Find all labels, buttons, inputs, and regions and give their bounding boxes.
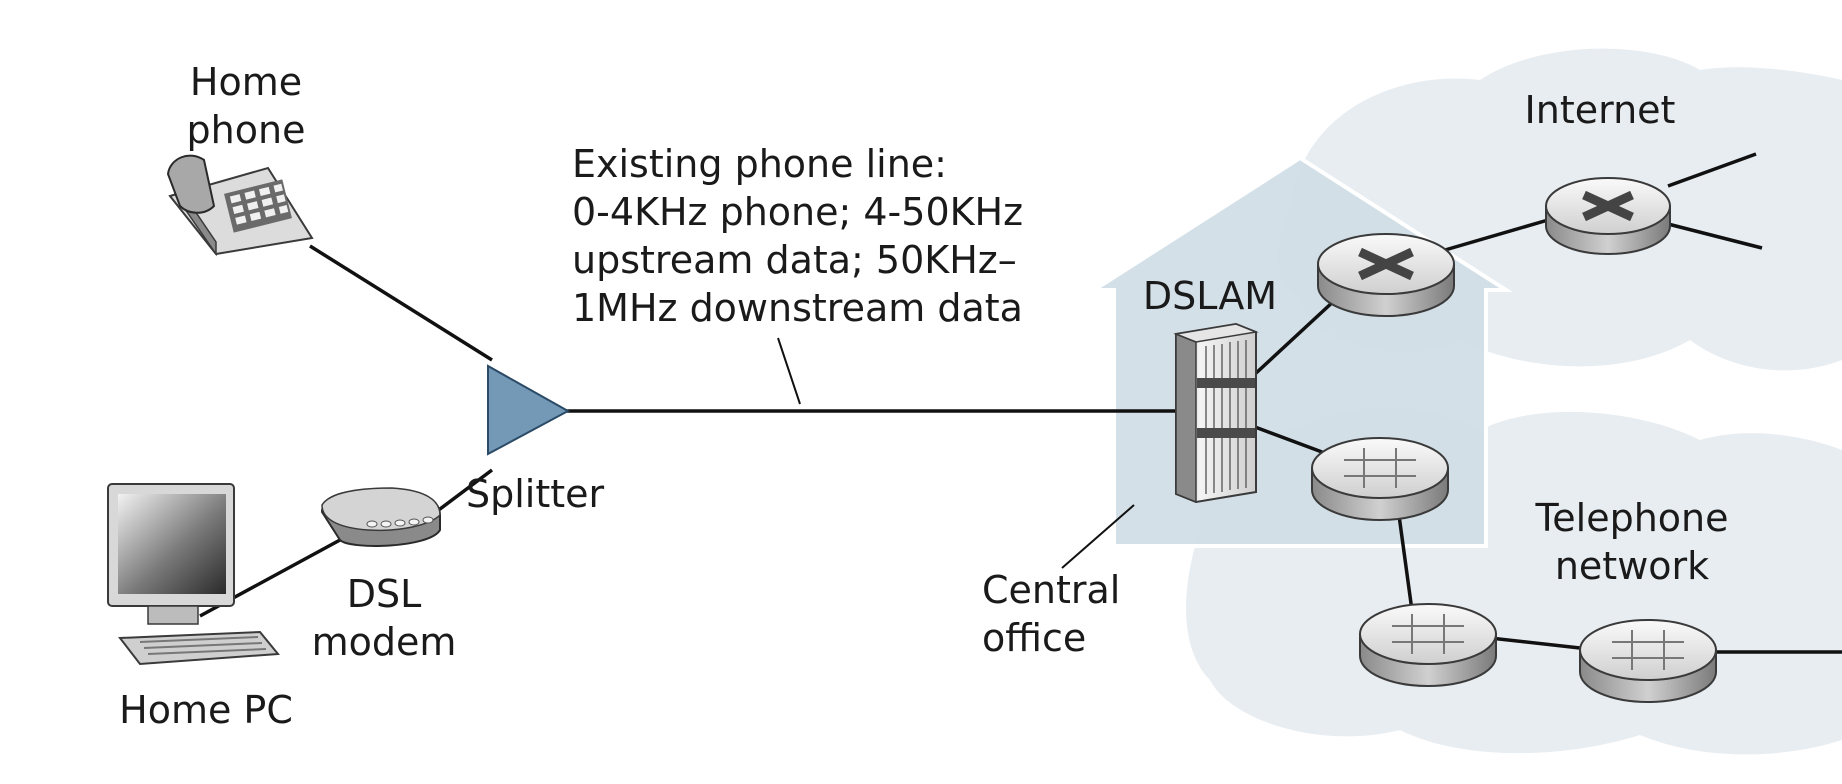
home-phone-label-line-2: phone — [186, 108, 306, 152]
dslam-label-text: DSLAM — [1142, 274, 1278, 318]
switch-to-switch-line-1 — [1396, 507, 1415, 619]
phone-line-label-line-4: 1MHz downstream data — [572, 286, 1023, 330]
home-pc-label-text: Home PC — [119, 688, 293, 732]
dsl-modem-label: DSL modem — [304, 570, 464, 666]
phone-line-label-line-3: upstream data; 50KHz– — [572, 238, 1017, 282]
home-pc-label: Home PC — [96, 686, 316, 734]
router-icon — [1545, 177, 1671, 255]
router-to-router-line — [1444, 218, 1549, 252]
phone-line-callout — [777, 337, 801, 405]
switch-icon — [1579, 619, 1717, 703]
dslam-to-router-line — [1253, 298, 1337, 376]
switch-icon — [1311, 437, 1449, 521]
telephone-network-label-line-2: network — [1554, 544, 1710, 588]
internet-uplink-2 — [1667, 222, 1763, 250]
internet-uplink-1 — [1667, 152, 1757, 188]
modem-icon — [320, 487, 441, 547]
internet-label-text: Internet — [1524, 88, 1676, 132]
dslam-rack-icon — [1173, 322, 1259, 504]
dslam-to-switch-line — [1254, 425, 1323, 454]
splitter-label: Splitter — [466, 470, 604, 518]
home-phone-label: Home phone — [176, 58, 316, 154]
telephone-network-label-line-1: Telephone — [1535, 496, 1729, 540]
central-office-label: Central office — [982, 566, 1120, 662]
switch-to-switch-line-2 — [1489, 636, 1581, 650]
callout-lines — [777, 337, 1135, 569]
central-office-label-line-1: Central — [982, 568, 1121, 612]
phone-line-label: Existing phone line: 0-4KHz phone; 4-50K… — [572, 140, 1023, 332]
central-office-callout — [1061, 504, 1135, 569]
splitter-label-text: Splitter — [466, 472, 605, 516]
dsl-modem-label-line-2: modem — [311, 620, 457, 664]
phone-to-splitter-line — [309, 244, 493, 362]
splitter-icon — [487, 364, 571, 456]
switch-icon — [1359, 603, 1497, 687]
dsl-modem-label-line-1: DSL — [346, 572, 422, 616]
computer-icon — [107, 483, 280, 666]
dslam-label: DSLAM — [1130, 272, 1290, 320]
telephone-icon — [166, 154, 314, 257]
telephone-network-label: Telephone network — [1512, 494, 1752, 590]
central-office-label-line-2: office — [982, 616, 1087, 660]
internet-label: Internet — [1500, 86, 1700, 134]
phone-line-label-line-1: Existing phone line: — [572, 142, 947, 186]
phone-line-label-line-2: 0-4KHz phone; 4-50KHz — [572, 190, 1024, 234]
router-icon — [1317, 233, 1455, 317]
modem-to-splitter-line — [434, 468, 494, 514]
home-phone-label-line-1: Home — [189, 60, 303, 104]
connection-lines — [199, 152, 1842, 654]
